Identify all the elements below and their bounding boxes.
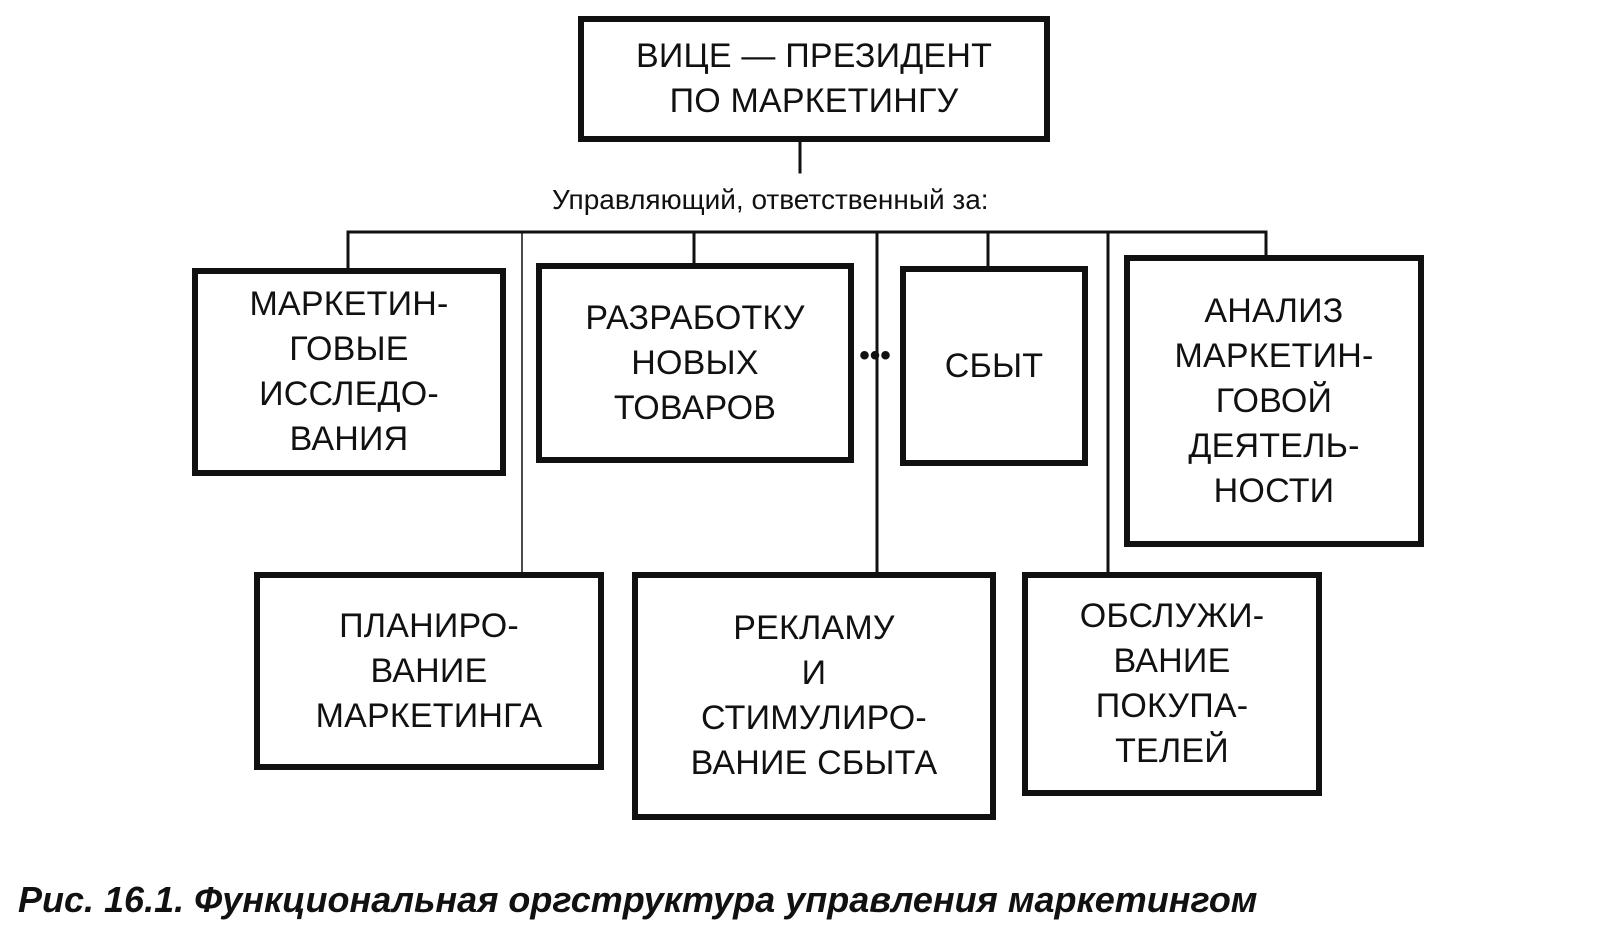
- marketing-planning-box: ПЛАНИРО- ВАНИЕ МАРКЕТИНГА: [254, 572, 604, 770]
- marketing-planning-label: ПЛАНИРО- ВАНИЕ МАРКЕТИНГА: [315, 606, 543, 735]
- marketing-research-box: МАРКЕТИН- ГОВЫЕ ИССЛЕДО- ВАНИЯ: [192, 268, 506, 476]
- new-products-box: РАЗРАБОТКУ НОВЫХ ТОВАРОВ: [536, 263, 854, 463]
- customer-service-label: ОБСЛУЖИ- ВАНИЕ ПОКУПА- ТЕЛЕЙ: [1079, 597, 1265, 770]
- vice-president-box: ВИЦЕ — ПРЕЗИДЕНТ ПО МАРКЕТИНГУ: [578, 16, 1050, 142]
- customer-service-box: ОБСЛУЖИ- ВАНИЕ ПОКУПА- ТЕЛЕЙ: [1022, 572, 1322, 796]
- sales-box: СБЫТ: [900, 266, 1088, 466]
- new-products-label: РАЗРАБОТКУ НОВЫХ ТОВАРОВ: [585, 298, 805, 427]
- advertising-promotion-box: РЕКЛАМУ И СТИМУЛИРО- ВАНИЕ СБЫТА: [632, 572, 996, 820]
- vice-president-label: ВИЦЕ — ПРЕЗИДЕНТ ПО МАРКЕТИНГУ: [635, 37, 993, 120]
- sales-label: СБЫТ: [944, 346, 1044, 385]
- manager-responsible-label: Управляющий, ответственный за:: [552, 184, 989, 215]
- marketing-research-label: МАРКЕТИН- ГОВЫЕ ИССЛЕДО- ВАНИЯ: [249, 285, 449, 458]
- figure-caption: Рис. 16.1. Функциональная оргструктура у…: [18, 879, 1258, 920]
- advertising-promotion-label: РЕКЛАМУ И СТИМУЛИРО- ВАНИЕ СБЫТА: [690, 609, 938, 782]
- marketing-analysis-label: АНАЛИЗ МАРКЕТИН- ГОВОЙ ДЕЯТЕЛЬ- НОСТИ: [1174, 291, 1374, 510]
- marketing-analysis-box: АНАЛИЗ МАРКЕТИН- ГОВОЙ ДЕЯТЕЛЬ- НОСТИ: [1124, 255, 1424, 547]
- ellipsis-dots: •••: [859, 339, 891, 372]
